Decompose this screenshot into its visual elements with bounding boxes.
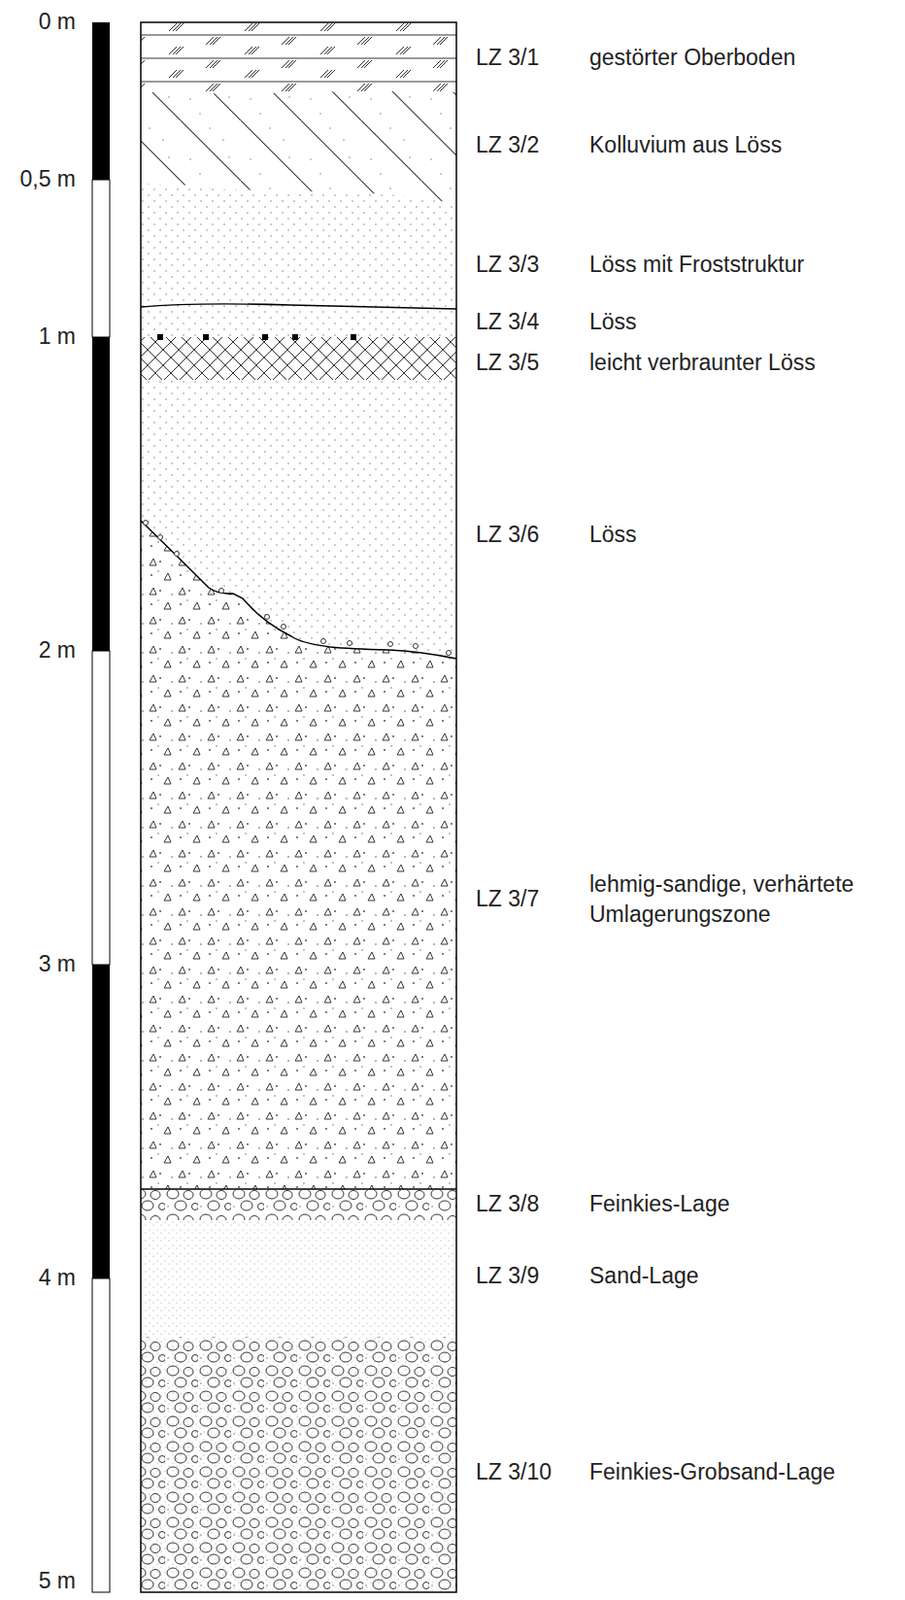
layer-description: Löss <box>589 306 637 337</box>
scale-label: 0 m <box>0 6 76 37</box>
layer-description: Löss <box>589 519 637 550</box>
layer-code: LZ 3/3 <box>475 249 539 280</box>
scale-label: 4 m <box>0 1262 76 1293</box>
layer-description: Kolluvium aus Löss <box>589 130 782 161</box>
scale-label: 5 m <box>0 1565 76 1596</box>
layer-description: Sand-Lage <box>589 1260 700 1291</box>
layer-description: Feinkies-Lage <box>589 1188 730 1219</box>
layer-code: LZ 3/4 <box>475 306 539 337</box>
scale-label: 2 m <box>0 635 76 666</box>
layer-description: Feinkies-Grobsand-Lage <box>589 1456 836 1487</box>
layer-code: LZ 3/2 <box>475 130 539 161</box>
layer-code: LZ 3/7 <box>475 883 539 914</box>
layer-code: LZ 3/9 <box>475 1260 539 1291</box>
layer-description: Löss mit Froststruktur <box>589 249 805 280</box>
layer-description: leicht verbraunter Löss <box>589 347 816 378</box>
layer-code: LZ 3/5 <box>475 347 539 378</box>
layer-description: gestörter Oberboden <box>589 42 796 73</box>
scale-label: 3 m <box>0 948 76 979</box>
layer-code: LZ 3/6 <box>475 519 539 550</box>
scale-label: 1 m <box>0 321 76 352</box>
layer-code: LZ 3/1 <box>475 42 539 73</box>
layer-code: LZ 3/8 <box>475 1188 539 1219</box>
layer-code: LZ 3/10 <box>475 1456 552 1487</box>
layer-description: lehmig-sandige, verhärtete Umlagerungszo… <box>589 869 899 930</box>
scale-label: 0,5 m <box>0 164 76 195</box>
